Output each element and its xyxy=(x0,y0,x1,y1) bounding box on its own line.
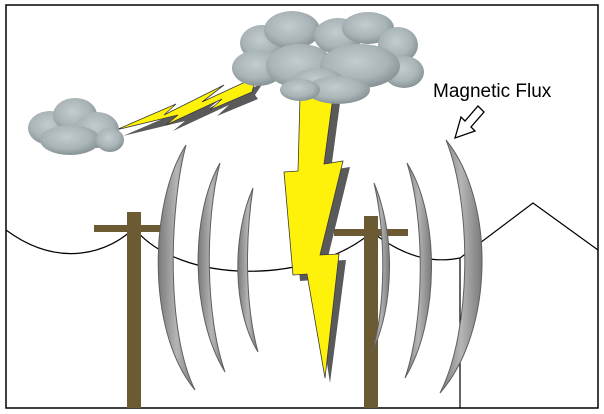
utility-pole-left xyxy=(94,212,174,408)
flux-arc-right-middle xyxy=(404,162,432,379)
power-line-wire xyxy=(5,227,461,272)
flux-arcs-right xyxy=(371,139,483,394)
pointer-arrow-icon xyxy=(454,105,485,140)
cloud-left-icon xyxy=(28,98,124,155)
lightning-bolt-vertical xyxy=(283,96,350,383)
flux-arc-left-outer xyxy=(157,144,196,391)
flux-arc-left-middle xyxy=(197,162,226,373)
flux-arc-right-outer xyxy=(439,139,483,394)
flux-arc-right-inner xyxy=(371,182,390,353)
magnetic-flux-label: Magnetic Flux xyxy=(433,81,552,102)
utility-pole-right xyxy=(334,216,408,408)
flux-arcs-left xyxy=(157,144,259,391)
flux-arc-left-inner xyxy=(237,187,259,353)
cloud-top-cluster-icon xyxy=(232,11,424,104)
